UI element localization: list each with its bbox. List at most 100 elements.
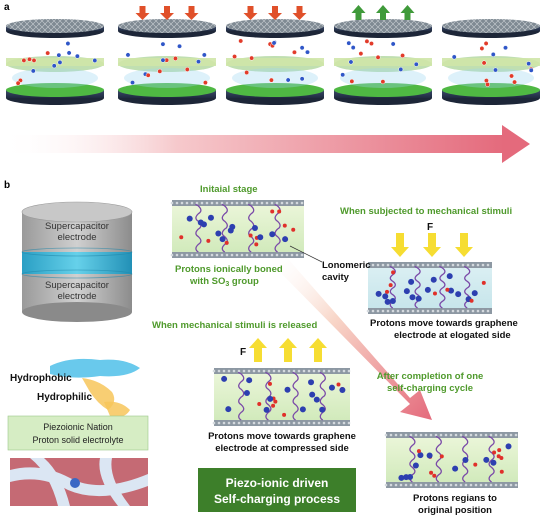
lattice-node (445, 484, 448, 487)
ion (239, 39, 243, 43)
lattice-node (323, 422, 326, 425)
lattice-node (238, 370, 241, 373)
lattice-node (278, 370, 281, 373)
proton (283, 224, 287, 228)
lattice-node (256, 202, 259, 205)
ion (161, 58, 165, 62)
lattice-node (467, 310, 470, 313)
ion (529, 68, 533, 72)
proton (432, 474, 436, 478)
anion (416, 296, 422, 302)
lattice-node (323, 370, 326, 373)
ion (32, 58, 36, 62)
proton (206, 239, 210, 243)
ion (391, 42, 395, 46)
piezo-box-line2: Self-charging process (214, 492, 340, 506)
proton (249, 234, 253, 238)
lattice-node (258, 370, 261, 373)
lattice-node (425, 434, 428, 437)
lattice-node (432, 264, 435, 267)
anion (376, 291, 382, 297)
proton (385, 290, 389, 294)
stage-1 (6, 19, 104, 105)
ion (66, 41, 70, 45)
lattice-node (256, 254, 259, 257)
lattice-node (457, 310, 460, 313)
anion (269, 231, 275, 237)
cell-released (213, 368, 351, 426)
lattice-node (490, 484, 493, 487)
ion (57, 53, 61, 57)
lattice-node (402, 264, 405, 267)
stage-2 (118, 6, 216, 105)
press-arrow-head (136, 13, 150, 20)
lattice-node (281, 254, 284, 257)
anion (225, 406, 231, 412)
lattice-node (246, 202, 249, 205)
ion (58, 60, 62, 64)
lattice-node (268, 422, 271, 425)
stage-5 (442, 19, 540, 105)
ion (269, 78, 273, 82)
lattice-node (437, 264, 440, 267)
lattice-node (291, 254, 294, 257)
ion (365, 39, 369, 43)
lattice-node (328, 370, 331, 373)
ion (482, 61, 486, 65)
anion (483, 457, 489, 463)
press-arrow-shaft (164, 6, 170, 13)
lattice-node (455, 484, 458, 487)
proton (497, 448, 501, 452)
lattice-node (400, 484, 403, 487)
lattice-node (495, 484, 498, 487)
lattice-node (233, 370, 236, 373)
lattice-node (248, 422, 251, 425)
anion (308, 379, 314, 385)
lattice-node (505, 434, 508, 437)
lattice-node (218, 370, 221, 373)
lattice-node (480, 484, 483, 487)
ion (272, 41, 276, 45)
lattice-node (333, 370, 336, 373)
lattice-node (223, 422, 226, 425)
lattice-node (477, 264, 480, 267)
anion (329, 385, 335, 391)
release-arrow-shaft (405, 13, 411, 20)
lattice-node (243, 422, 246, 425)
lattice-node (477, 310, 480, 313)
lattice-node (385, 484, 388, 487)
lattice-node (176, 202, 179, 205)
lattice-node (206, 254, 209, 257)
lattice-node (462, 310, 465, 313)
lattice-node (273, 370, 276, 373)
ion (75, 54, 79, 58)
elongated-line1: Protons move towards graphene (370, 318, 518, 329)
lattice-node (186, 202, 189, 205)
anion (427, 452, 433, 458)
release-arrow-head (376, 5, 390, 13)
lattice-node (291, 202, 294, 205)
panel-b-label: b (4, 180, 10, 191)
anion (208, 215, 214, 221)
anion (282, 236, 288, 242)
lattice-node (465, 484, 468, 487)
lattice-node (201, 254, 204, 257)
anion (221, 376, 227, 382)
lattice-node (333, 422, 336, 425)
lattice-node (191, 254, 194, 257)
lattice-node (266, 254, 269, 257)
ion (347, 41, 351, 45)
ion (27, 57, 31, 61)
cyl-bot-word1: Supercapacitor (45, 280, 109, 291)
ion-glow (124, 68, 210, 88)
lattice-node (216, 202, 219, 205)
lattice-node (206, 202, 209, 205)
cyl-top-word2: electrode (57, 232, 96, 243)
lattice-node (338, 422, 341, 425)
lattice-node (397, 264, 400, 267)
lattice-node (407, 264, 410, 267)
press-arrow-head (244, 13, 258, 20)
lattice-node (303, 370, 306, 373)
lattice-node (263, 370, 266, 373)
